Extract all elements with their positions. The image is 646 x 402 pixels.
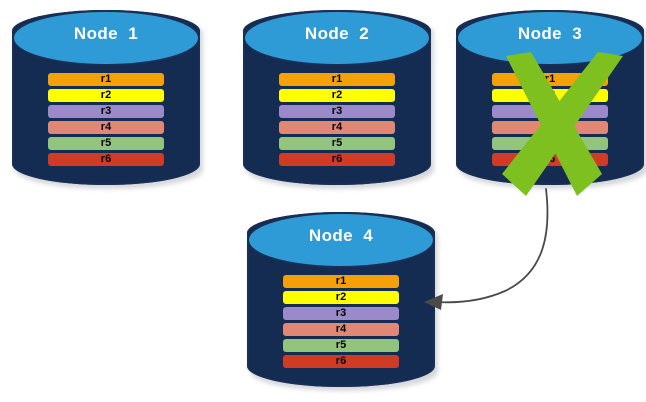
- row-bar-r6: r6: [48, 153, 164, 166]
- cylinder-top-ellipse: [243, 10, 431, 66]
- node-title: Node 4: [308, 226, 374, 245]
- row-bar-r5: r5: [48, 137, 164, 150]
- row-label: r3: [544, 105, 556, 117]
- row-bar-r5: r5: [279, 137, 395, 150]
- node-title: Node 3: [517, 24, 583, 43]
- node-rows: r1 r2 r3 r4 r5 r6: [456, 73, 644, 166]
- row-bar-r3: r3: [283, 307, 399, 320]
- row-bar-r4: r4: [283, 323, 399, 336]
- row-label: r1: [335, 275, 347, 287]
- row-bar-r2: r2: [279, 89, 395, 102]
- row-label: r3: [100, 105, 112, 117]
- row-label: r3: [335, 307, 347, 319]
- row-bar-r2: r2: [283, 291, 399, 304]
- row-label: r2: [331, 89, 343, 101]
- row-bar-r1: r1: [48, 73, 164, 86]
- cylinder-top-ellipse: [12, 10, 200, 66]
- row-label: r6: [544, 153, 556, 165]
- row-label: r4: [544, 121, 556, 133]
- node-title: Node 1: [73, 24, 139, 43]
- row-bar-r1: r1: [279, 73, 395, 86]
- node-rows: r1 r2 r3 r4 r5 r6: [243, 73, 431, 166]
- node-rows: r1 r2 r3 r4 r5 r6: [12, 73, 200, 166]
- node-cylinder-3[interactable]: Node 3 r1 r2 r3 r4 r5 r6: [456, 10, 646, 196]
- row-label: r1: [100, 73, 112, 85]
- row-bar-r4: r4: [48, 121, 164, 134]
- row-label: r5: [331, 137, 343, 149]
- row-label: r4: [331, 121, 343, 133]
- row-label: r2: [100, 89, 112, 101]
- row-bar-r6: r6: [279, 153, 395, 166]
- cylinder-top-ellipse: [247, 212, 435, 268]
- node-cylinder-4[interactable]: Node 4 r1 r2 r3 r4 r5 r6: [247, 212, 438, 391]
- row-bar-r3: r3: [492, 105, 608, 118]
- row-label: r1: [331, 73, 343, 85]
- row-label: r5: [335, 339, 347, 351]
- row-label: r2: [544, 89, 556, 101]
- row-bar-r6: r6: [283, 355, 399, 368]
- row-bar-r3: r3: [48, 105, 164, 118]
- row-bar-r4: r4: [279, 121, 395, 134]
- row-label: r1: [544, 73, 556, 85]
- row-bar-r5: r5: [283, 339, 399, 352]
- row-bar-r3: r3: [279, 105, 395, 118]
- row-label: r5: [544, 137, 556, 149]
- row-label: r4: [100, 121, 112, 133]
- row-label: r6: [331, 153, 343, 165]
- row-label: r2: [335, 291, 347, 303]
- row-label: r6: [335, 355, 347, 367]
- row-bar-r2: r2: [492, 89, 608, 102]
- row-label: r6: [100, 153, 112, 165]
- row-bar-r6: r6: [492, 153, 608, 166]
- node-cylinder-1[interactable]: Node 1 r1 r2 r3 r4 r5 r6: [12, 10, 203, 189]
- row-label: r5: [100, 137, 112, 149]
- node-title: Node 2: [304, 24, 370, 43]
- node-rows: r1 r2 r3 r4 r5 r6: [247, 275, 435, 368]
- row-label: r3: [331, 105, 343, 117]
- row-bar-r1: r1: [492, 73, 608, 86]
- node-cylinder-2[interactable]: Node 2 r1 r2 r3 r4 r5 r6: [243, 10, 434, 189]
- row-bar-r5: r5: [492, 137, 608, 150]
- row-bar-r1: r1: [283, 275, 399, 288]
- row-bar-r4: r4: [492, 121, 608, 134]
- row-label: r4: [335, 323, 347, 335]
- row-bar-r2: r2: [48, 89, 164, 102]
